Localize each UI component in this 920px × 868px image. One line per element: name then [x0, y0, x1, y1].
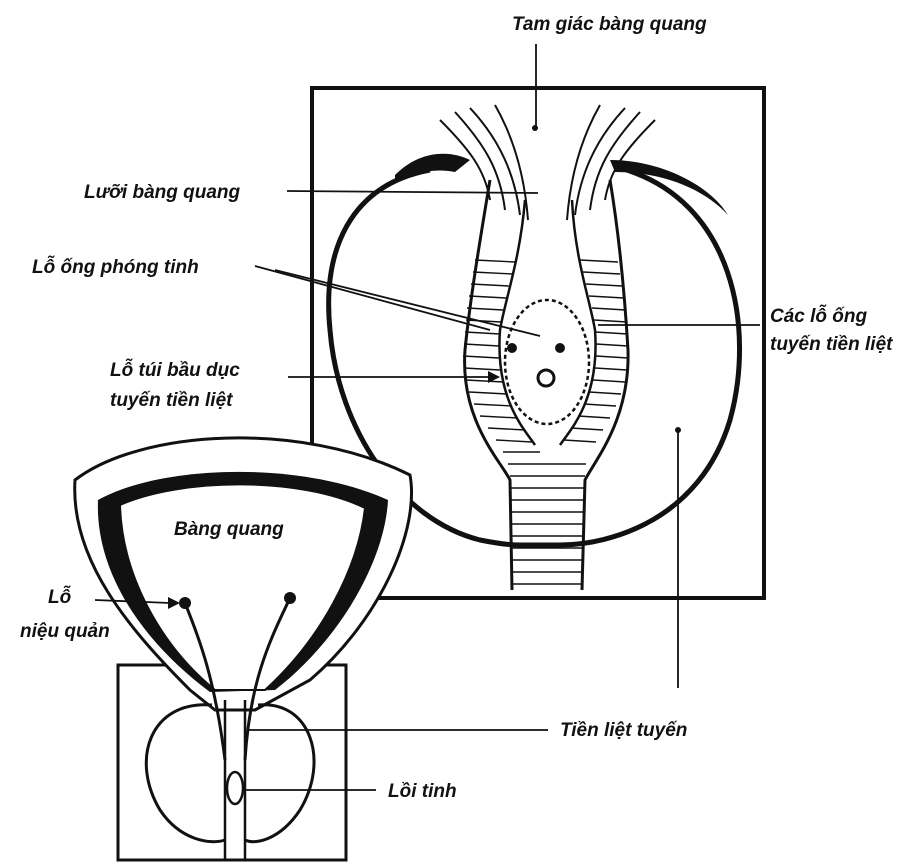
label-ureter-2: niệu quản: [20, 621, 110, 642]
ejaculatory-duct-opening-left: [507, 343, 517, 353]
label-prostatic-ducts-1: Các lỗ ống: [770, 305, 868, 327]
prostatic-utricle-opening: [538, 370, 554, 386]
label-uvula: Lưỡi bàng quang: [84, 182, 241, 203]
label-prostatic-ducts-2: tuyến tiền liệt: [770, 334, 893, 355]
overview-bladder: [75, 438, 412, 860]
label-prostate: Tiền liệt tuyến: [560, 720, 687, 741]
label-utricle-2: tuyến tiền liệt: [110, 390, 233, 411]
label-bladder: Bàng quang: [174, 519, 284, 540]
label-ejaculatory-duct: Lỗ ống phóng tinh: [32, 256, 199, 278]
label-utricle-1: Lỗ túi bầu dục: [110, 359, 240, 381]
label-colliculus: Lồi tinh: [388, 781, 457, 802]
verumontanum: [505, 300, 589, 424]
ejaculatory-duct-opening-right: [555, 343, 565, 353]
trigone-dot: [532, 125, 538, 131]
overview-colliculus: [227, 772, 243, 804]
label-trigone: Tam giác bàng quang: [512, 14, 707, 35]
label-ureter-1: Lỗ: [48, 586, 72, 608]
